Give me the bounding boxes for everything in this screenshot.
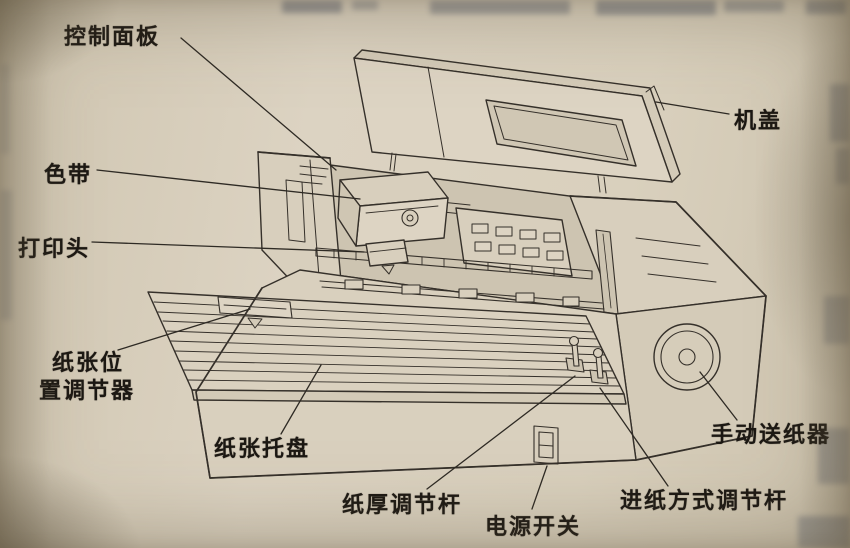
leader-control-panel	[180, 37, 337, 171]
paper-thickness-lever	[565, 335, 585, 373]
leader-ribbon	[96, 169, 361, 200]
vent-slots	[635, 237, 717, 283]
right-deck	[569, 195, 767, 315]
power-switch	[533, 425, 559, 465]
label-paper-position-2: 置调节器	[39, 378, 136, 403]
bleed-through-mark	[352, 0, 378, 10]
control-panel	[299, 165, 329, 185]
label-manual-feeder: 手动送纸器	[711, 422, 832, 447]
paper-tray	[147, 291, 627, 405]
label-feed-lever: 进纸方式调节杆	[620, 488, 789, 513]
cover-lid	[353, 49, 681, 183]
leader-thickness-lever	[426, 375, 576, 490]
bleed-through-mark	[430, 0, 570, 14]
bleed-through-mark	[0, 190, 12, 320]
label-power-switch: 电源开关	[485, 514, 582, 539]
print-head	[365, 239, 409, 275]
lid-window	[493, 105, 629, 161]
button-panel	[455, 207, 573, 277]
label-control-panel: 控制面板	[64, 24, 161, 49]
label-ribbon: 色带	[44, 162, 93, 187]
leader-cover	[655, 101, 730, 115]
label-thickness-lever: 纸厚调节杆	[342, 492, 463, 517]
label-paper-tray: 纸张托盘	[214, 436, 311, 461]
ribbon-knob	[401, 209, 419, 227]
bleed-through-mark	[818, 428, 850, 484]
leader-paper-tray	[280, 364, 322, 435]
bleed-through-mark	[0, 64, 10, 154]
platen-knob	[653, 323, 721, 391]
ribbon-cartridge	[337, 171, 449, 247]
bleed-through-mark	[830, 84, 850, 142]
bleed-through-mark	[798, 516, 850, 548]
bleed-through-mark	[724, 0, 784, 12]
lid-latch	[645, 85, 665, 111]
bleed-through-mark	[836, 148, 850, 184]
leader-paper-position	[117, 308, 251, 351]
paper-bail	[319, 279, 605, 310]
leader-lines	[91, 37, 738, 510]
bleed-through-mark	[824, 296, 850, 344]
bleed-through-mark	[282, 0, 342, 13]
leader-print-head	[91, 241, 365, 253]
leader-power-switch	[531, 465, 548, 510]
bleed-through-mark	[596, 0, 716, 15]
hinge	[389, 152, 607, 194]
body-outline	[195, 151, 767, 479]
label-print-head: 打印头	[18, 236, 91, 261]
leader-feed-lever	[599, 387, 669, 487]
bleed-through-mark	[806, 0, 846, 14]
paper-feed-lever	[589, 347, 609, 385]
label-paper-position-1: 纸张位	[52, 350, 125, 375]
leader-manual-feeder	[699, 371, 738, 421]
label-cover: 机盖	[734, 108, 783, 133]
